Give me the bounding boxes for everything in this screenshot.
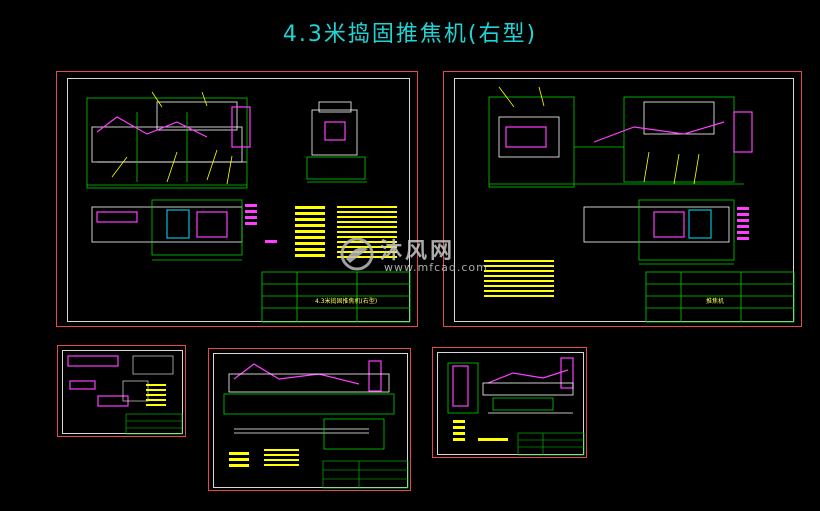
sheet-inner-border <box>67 78 410 322</box>
watermark-url: www.mfcad.com <box>384 261 488 274</box>
sheet-2-drawing <box>484 86 795 323</box>
drawing-sheet-4[interactable] <box>208 348 411 491</box>
sheet-1-drawing <box>86 91 411 323</box>
watermark-logo-icon <box>340 237 374 271</box>
sheet-inner-border <box>213 353 408 488</box>
drawing-sheet-5[interactable] <box>432 347 587 458</box>
sheet-3-drawing <box>67 355 183 435</box>
sheet-inner-border <box>62 350 183 434</box>
watermark-name: 沐风网 <box>380 239 456 264</box>
drawing-sheet-3[interactable] <box>57 345 186 437</box>
sheet-inner-border <box>454 78 794 322</box>
sheet-5-drawing <box>447 357 585 456</box>
drawing-title: 4.3米捣固推焦机(右型) <box>282 22 538 47</box>
sheet-4-drawing <box>223 360 409 489</box>
title-block-text: 推焦机 <box>706 298 725 305</box>
sheet-inner-border <box>437 352 584 455</box>
title-block-text: 4.3米捣固推焦机(右型) <box>315 298 378 305</box>
drawing-sheet-1[interactable]: 4.3米捣固推焦机(右型) <box>56 71 418 327</box>
watermark: 沐风网 www.mfcad.com <box>338 233 508 281</box>
drawing-sheet-2[interactable]: 推焦机 <box>443 71 802 327</box>
